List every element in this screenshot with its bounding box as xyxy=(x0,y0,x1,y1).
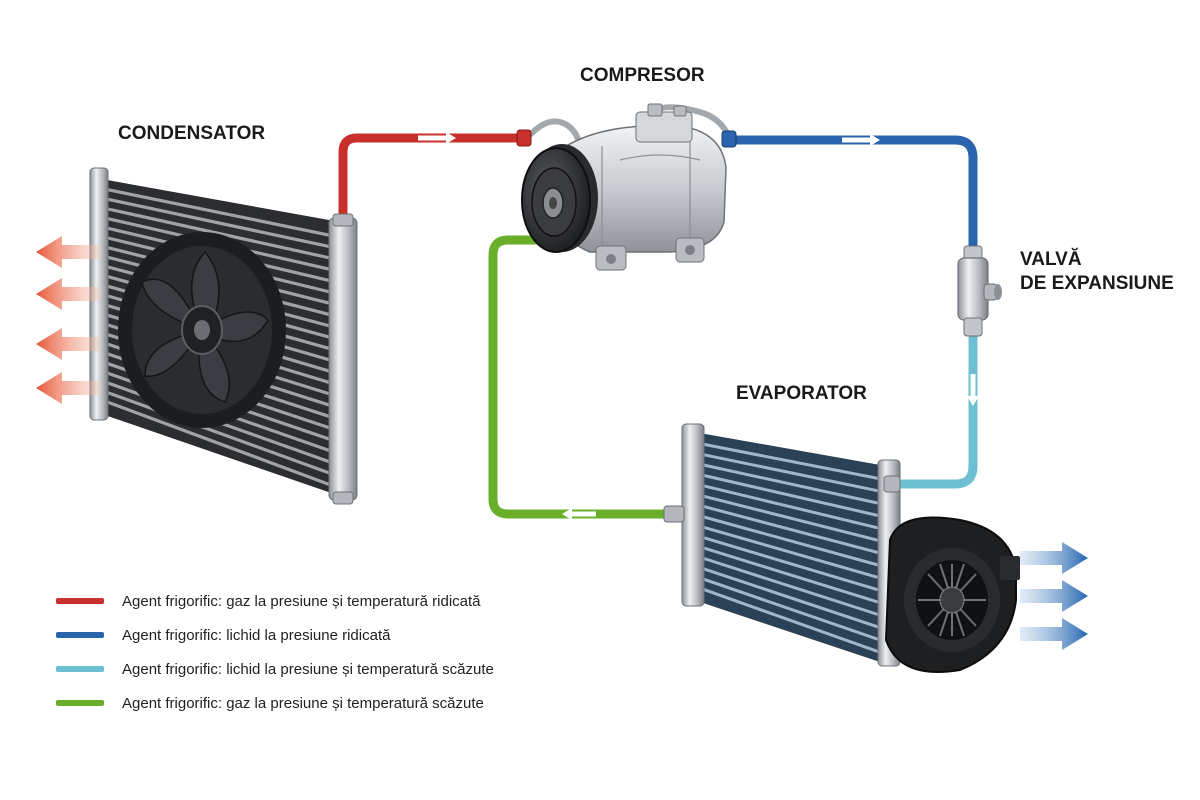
pipe-high-pressure-liquid xyxy=(723,135,978,260)
fin-line xyxy=(703,525,879,579)
pipes xyxy=(338,104,978,519)
fin-line xyxy=(703,588,879,654)
legend-swatch xyxy=(56,666,104,672)
expansion-valve-label-line2: DE EXPANSIUNE xyxy=(1020,273,1174,294)
compressor-label: COMPRESOR xyxy=(580,65,705,86)
fin-line xyxy=(703,463,879,505)
fin-line xyxy=(703,474,879,517)
blower-icon xyxy=(884,516,1020,673)
fin-line xyxy=(703,557,879,616)
fin-line xyxy=(107,207,331,260)
evaporator xyxy=(663,423,1020,673)
fin-line xyxy=(703,567,879,629)
fin-line xyxy=(703,515,879,567)
pipe-low-pressure-liquid xyxy=(893,330,978,489)
fin-line xyxy=(703,505,879,555)
evaporator-label: EVAPORATOR xyxy=(736,383,867,404)
legend-item-low-pressure-liquid: Agent frigorific: lichid la presiune și … xyxy=(56,652,494,686)
flow-direction-arrow-icon xyxy=(418,132,979,520)
fin-line xyxy=(107,188,331,237)
legend-label: Agent frigorific: gaz la presiune și tem… xyxy=(122,592,481,610)
fin-line xyxy=(703,442,879,480)
cold-air-arrow-icon xyxy=(1020,542,1088,650)
legend-label: Agent frigorific: gaz la presiune și tem… xyxy=(122,694,484,712)
fin-line xyxy=(703,546,879,604)
expansion-valve xyxy=(957,245,1002,337)
fin-line xyxy=(703,484,879,530)
fin-line xyxy=(703,494,879,542)
legend-swatch xyxy=(56,598,104,604)
legend-swatch xyxy=(56,700,104,706)
fin-line xyxy=(107,400,331,487)
legend-item-low-pressure-gas: Agent frigorific: gaz la presiune și tem… xyxy=(56,686,494,720)
fan-icon xyxy=(118,232,286,428)
expansion-valve-label-line1: VALVĂ xyxy=(1020,249,1082,270)
legend-label: Agent frigorific: lichid la presiune și … xyxy=(122,660,494,678)
fin-line xyxy=(703,453,879,493)
fin-line xyxy=(107,391,331,475)
condenser-label: CONDENSATOR xyxy=(118,123,266,144)
condenser xyxy=(89,167,358,505)
discharge-line xyxy=(524,118,583,146)
legend-swatch xyxy=(56,632,104,638)
pipe-low-pressure-gas xyxy=(488,235,673,519)
fin-line xyxy=(703,577,879,641)
hot-air-arrow-icon xyxy=(36,236,100,404)
fin-line xyxy=(107,197,331,249)
fin-line xyxy=(703,536,879,592)
pipe-high-pressure-gas xyxy=(338,133,532,223)
legend-label: Agent frigorific: lichid la presiune rid… xyxy=(122,626,391,644)
legend: Agent frigorific: gaz la presiune și tem… xyxy=(56,584,494,720)
legend-item-high-pressure-gas: Agent frigorific: gaz la presiune și tem… xyxy=(56,584,494,618)
legend-item-high-pressure-liquid: Agent frigorific: lichid la presiune rid… xyxy=(56,618,494,652)
evaporator-fins xyxy=(703,442,879,654)
compressor xyxy=(521,103,727,271)
